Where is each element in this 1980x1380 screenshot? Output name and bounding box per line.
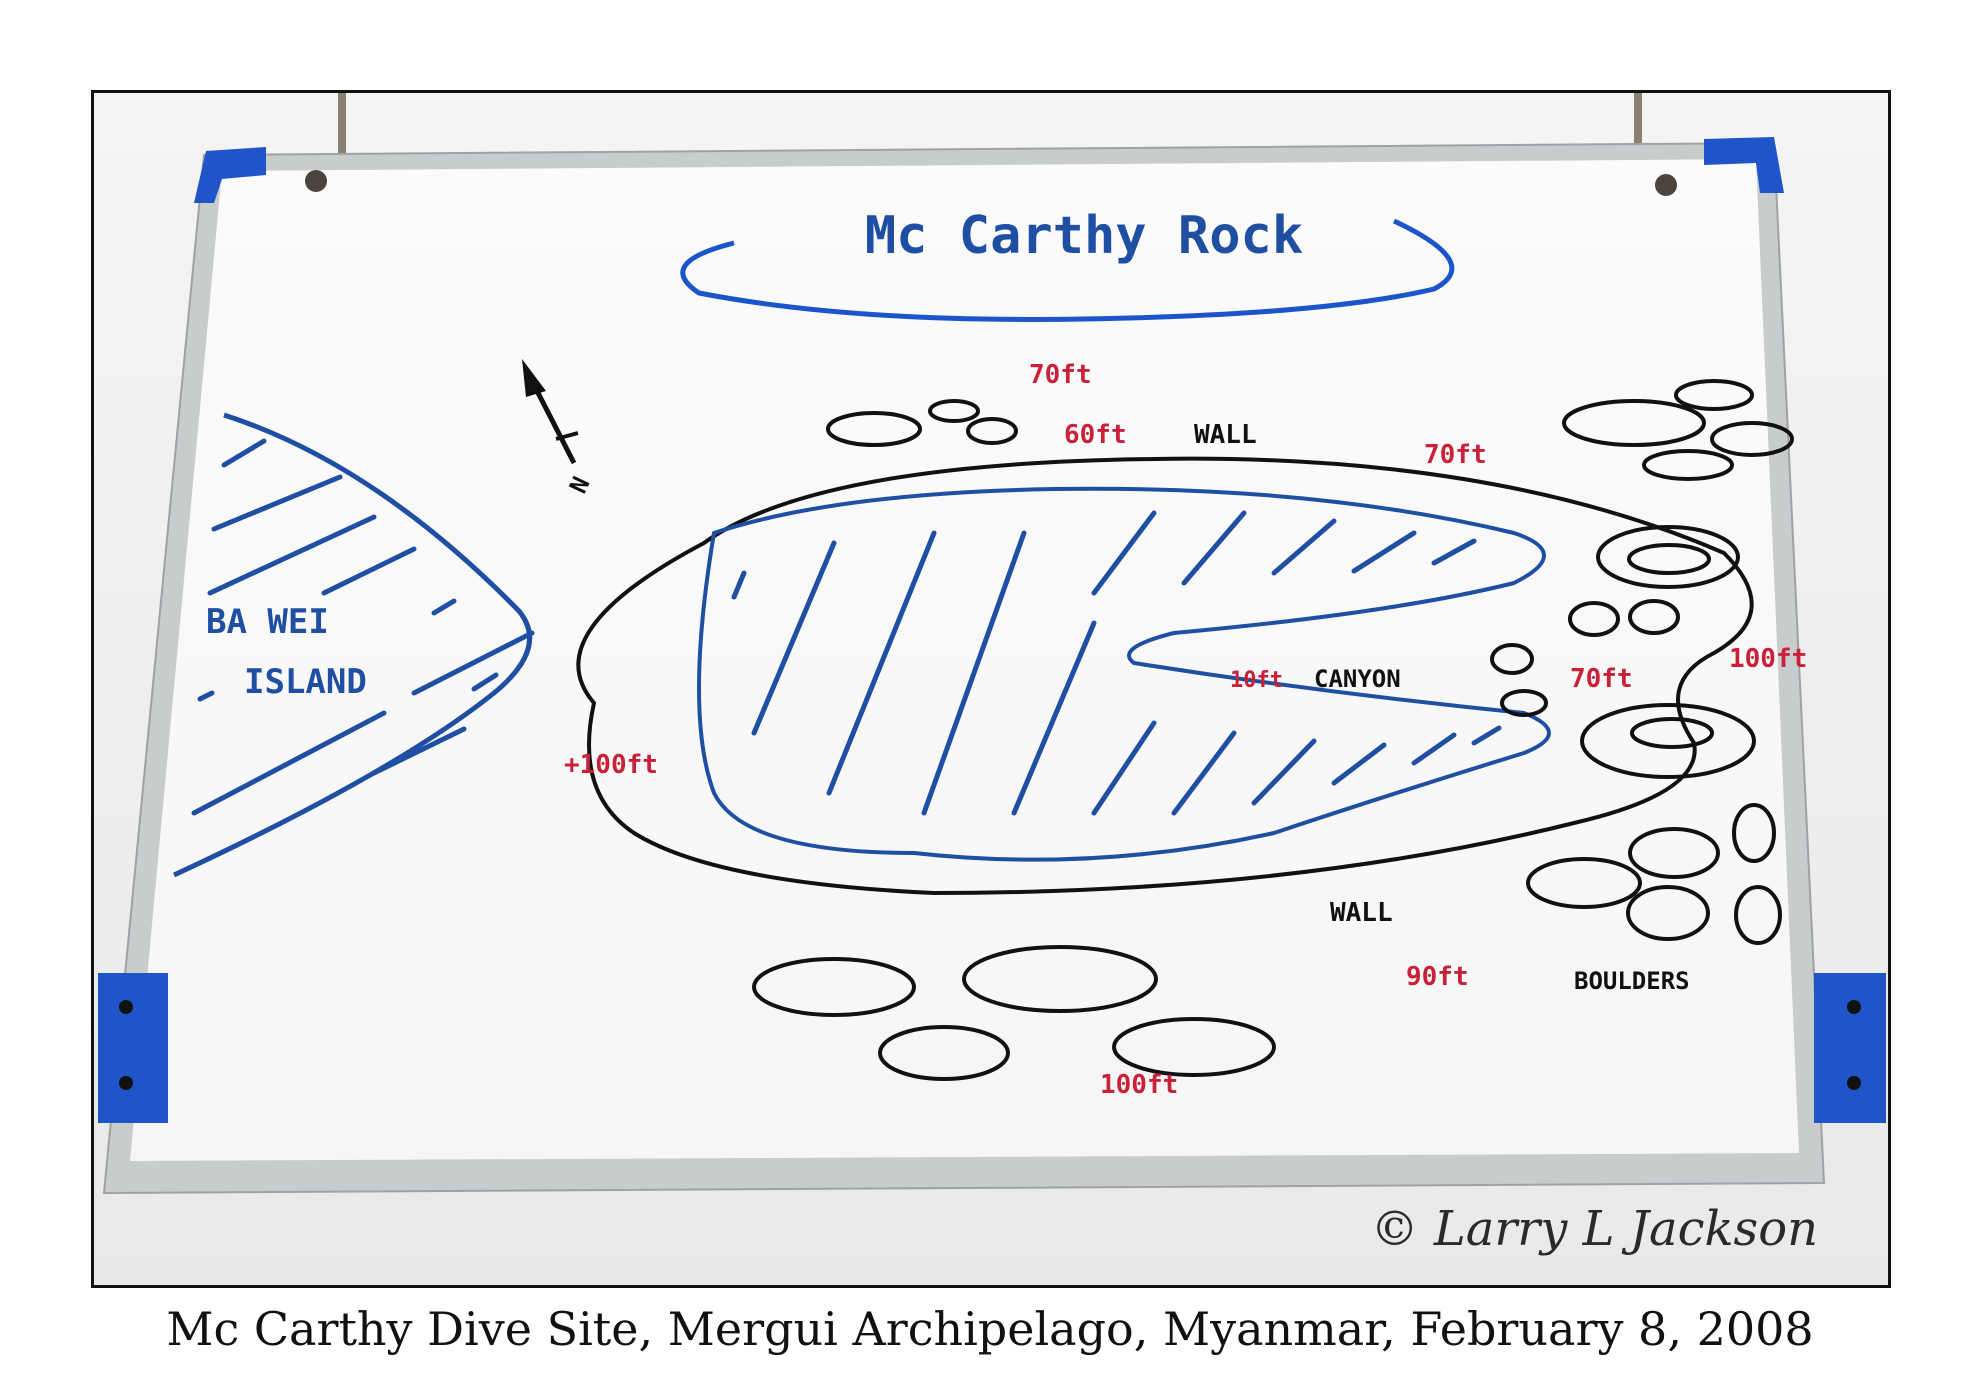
rock-outline (576, 456, 1754, 896)
depth-mid-right: 70ft (1570, 664, 1633, 694)
corner-bracket (1704, 137, 1784, 193)
whiteboard-drawing: Mc Carthy Rock N BA WEI (94, 93, 1888, 1285)
label-wall-top: WALL (1194, 420, 1257, 450)
hanging-rod-left (338, 93, 346, 163)
depth-right: 100ft (1729, 644, 1807, 674)
label-wall-bottom: WALL (1330, 898, 1393, 928)
corner-bracket (98, 973, 168, 1123)
depth-bottom: 100ft (1100, 1070, 1178, 1100)
label-boulders: BOULDERS (1574, 967, 1690, 995)
corner-bracket (1814, 973, 1886, 1123)
boulders-drawing (752, 379, 1794, 1081)
depth-left: +100ft (564, 750, 658, 780)
photo-caption: Mc Carthy Dive Site, Mergui Archipelago,… (166, 1302, 1814, 1356)
copyright-watermark: © Larry L Jackson (1370, 1201, 1818, 1257)
depth-top: 70ft (1029, 360, 1092, 390)
depth-canyon: 10ft (1230, 668, 1283, 693)
island-label-2: ISLAND (244, 662, 367, 702)
rock-top-outline (697, 486, 1551, 862)
board-surface (130, 159, 1799, 1161)
depth-lower: 90ft (1406, 962, 1469, 992)
bawei-island-drawing: BA WEI ISLAND (172, 412, 535, 878)
hanging-rod-right (1634, 93, 1642, 155)
depth-upper-left: 60ft (1064, 420, 1127, 450)
corner-bracket (194, 147, 266, 203)
whiteboard-photo: Mc Carthy Rock N BA WEI (91, 90, 1891, 1288)
title-bracket (680, 218, 1455, 322)
label-canyon: CANYON (1314, 665, 1401, 693)
rock-hatching (731, 510, 1502, 816)
island-label-1: BA WEI (206, 602, 329, 642)
depth-upper-right: 70ft (1424, 440, 1487, 470)
board-title: Mc Carthy Rock (865, 206, 1303, 266)
